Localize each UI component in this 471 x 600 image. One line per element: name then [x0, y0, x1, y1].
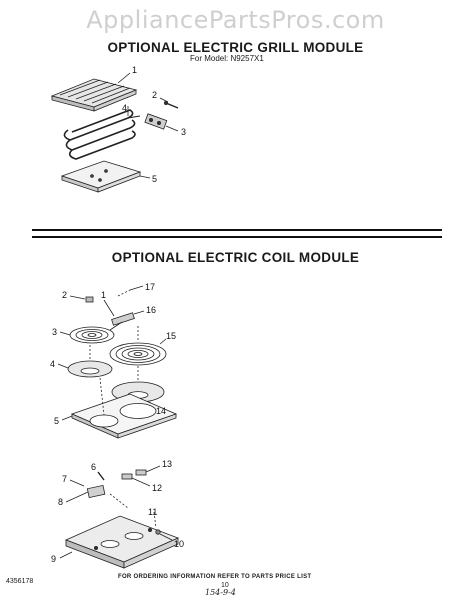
grill-grate: [50, 78, 138, 112]
callout-coil-16: 16: [146, 305, 156, 315]
large-drip-bowl: [111, 366, 165, 403]
page-number: 10: [221, 582, 229, 589]
grill-heating-element: [63, 109, 141, 160]
callout-coil-17: 17: [145, 282, 155, 292]
callout-grill-3: 3: [181, 127, 186, 137]
callout-coil-10: 10: [174, 539, 184, 549]
grill-module-title: OPTIONAL ELECTRIC GRILL MODULE: [107, 40, 364, 55]
coil-receptacle: [111, 312, 135, 326]
coil-module-title: OPTIONAL ELECTRIC COIL MODULE: [111, 250, 360, 265]
callout-coil-14: 14: [156, 406, 166, 416]
callout-coil-6: 6: [91, 462, 96, 472]
coil-clip: [85, 296, 94, 303]
coil-connectors: [121, 465, 161, 487]
callout-coil-8: 8: [58, 497, 63, 507]
callout-coil-13: 13: [162, 459, 172, 469]
callout-coil-5: 5: [54, 416, 59, 426]
callout-grill-1: 1: [132, 65, 137, 75]
watermark: AppliancePartsPros.com: [86, 6, 385, 34]
callout-coil-7: 7: [62, 474, 67, 484]
ordering-note: FOR ORDERING INFORMATION REFER TO PARTS …: [118, 574, 312, 580]
coil-base-pan: [64, 515, 180, 569]
grill-reflector-pan: [60, 160, 142, 193]
callout-coil-3: 3: [52, 327, 57, 337]
callout-coil-11: 11: [148, 507, 157, 517]
coil-switch-box: [86, 484, 106, 499]
large-coil-element: [109, 326, 167, 366]
callout-coil-2: 2: [62, 290, 67, 300]
grill-screw: [163, 101, 179, 109]
callout-grill-2: 2: [152, 90, 157, 100]
document-number: 4356178: [6, 578, 34, 585]
model-line: For Model: N9257X1: [190, 54, 264, 63]
section-divider-bottom: [32, 236, 442, 238]
coil-top-plate: [70, 377, 178, 439]
callout-coil-15: 15: [166, 331, 176, 341]
small-drip-bowl: [67, 345, 113, 378]
grill-terminal-block: [144, 113, 168, 130]
callout-grill-5: 5: [152, 174, 157, 184]
callout-coil-12: 12: [152, 483, 162, 493]
callout-coil-9: 9: [51, 554, 56, 564]
callout-grill-4: 4: [122, 103, 127, 113]
callout-coil-1: 1: [101, 290, 106, 300]
callout-coil-4: 4: [50, 359, 55, 369]
handwritten-note: 154-9-4: [205, 588, 236, 597]
section-divider-top: [32, 229, 442, 231]
